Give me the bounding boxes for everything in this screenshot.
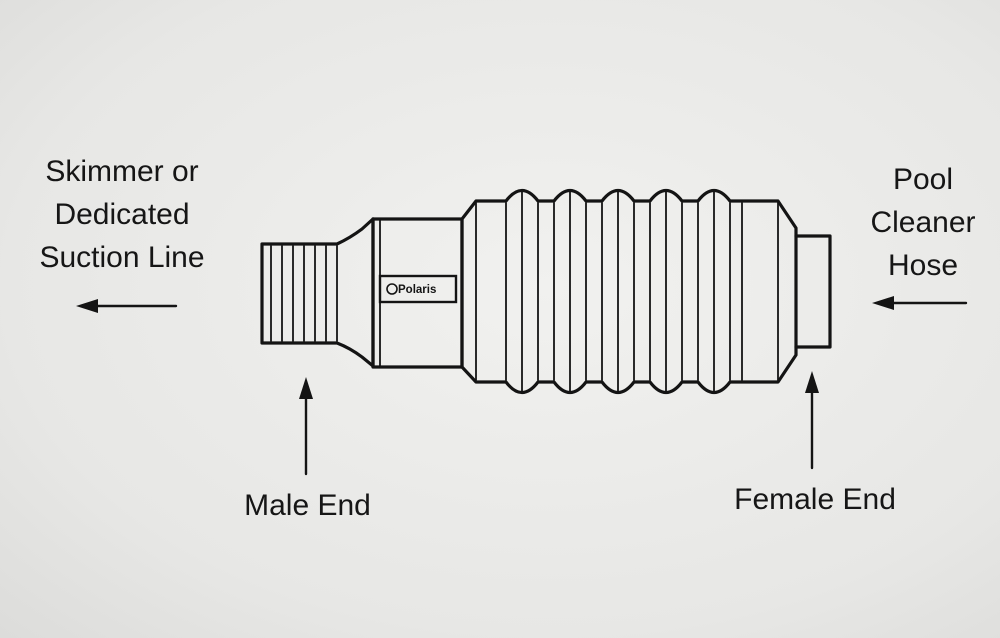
male-end-tube: [260, 217, 375, 368]
label-line: Dedicated: [54, 198, 190, 231]
label-line: Hose: [887, 249, 959, 282]
label-line: Cleaner: [870, 206, 976, 239]
pool-cleaner-hose-label: Pool Cleaner Hose: [858, 158, 988, 287]
female-end-label: Female End: [734, 483, 896, 516]
brand-text: Polaris: [398, 284, 436, 296]
adapter-fitting: Polaris: [260, 188, 832, 395]
female-end-socket: [794, 234, 832, 349]
suction-line-label: Skimmer or Dedicated Suction Line: [18, 150, 226, 279]
arrow-left-icon: [76, 299, 178, 313]
male-end-label: Male End: [244, 489, 371, 522]
arrow-up-icon: [805, 371, 819, 470]
label-line: Pool: [892, 163, 954, 196]
arrow-up-icon: [299, 377, 313, 476]
polaris-logo: Polaris: [378, 274, 458, 304]
label-line: Suction Line: [39, 241, 205, 274]
bellows-body: [460, 188, 798, 395]
label-line: Skimmer or: [45, 155, 199, 188]
arrow-left-icon: [872, 296, 968, 310]
